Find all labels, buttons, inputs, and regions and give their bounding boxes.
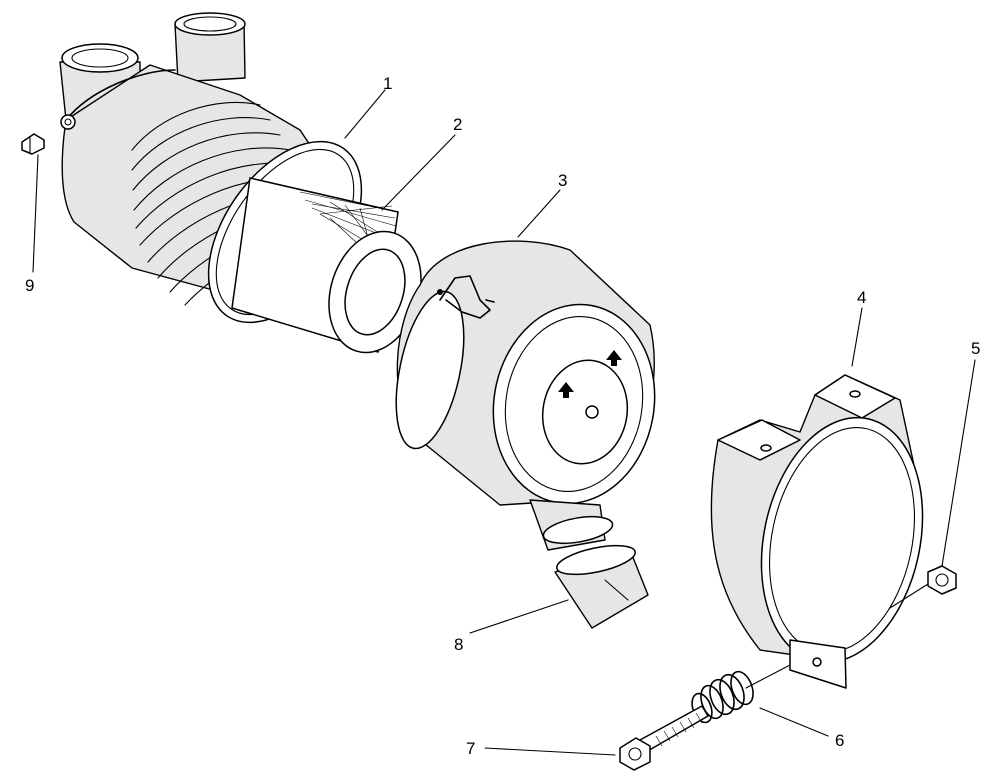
leader-line-6b [745, 664, 791, 689]
leader-line-4 [851, 307, 863, 367]
restriction-indicator-plug-icon [21, 133, 45, 155]
leader-line-3 [517, 189, 561, 238]
leader-line-2 [381, 134, 456, 211]
callout-6: 6 [835, 731, 844, 750]
hex-nut-icon [927, 565, 957, 595]
leader-line-5 [941, 359, 976, 567]
leader-line-1 [344, 89, 386, 139]
leader-line-9 [32, 154, 39, 273]
flange-bolt-icon [619, 705, 709, 771]
callout-9: 9 [25, 276, 34, 295]
leader-line-7 [484, 747, 616, 756]
air-cleaner-cover-icon [395, 240, 656, 506]
callout-labels: 1 2 3 4 5 6 7 8 9 [25, 74, 980, 758]
primary-filter-element-icon [231, 177, 422, 354]
leader-line-8 [469, 599, 569, 634]
callout-4: 4 [857, 288, 866, 307]
mounting-bracket-icon [710, 374, 924, 689]
callout-7: 7 [466, 739, 475, 758]
callout-5: 5 [971, 339, 980, 358]
callout-8: 8 [454, 635, 463, 654]
leader-line-5b [889, 583, 929, 609]
callout-3: 3 [558, 171, 567, 190]
leader-line-6 [759, 707, 829, 737]
callout-2: 2 [453, 115, 462, 134]
vacuator-valve-icon [529, 499, 649, 629]
leader-lines [32, 89, 976, 756]
callout-1: 1 [383, 74, 392, 93]
